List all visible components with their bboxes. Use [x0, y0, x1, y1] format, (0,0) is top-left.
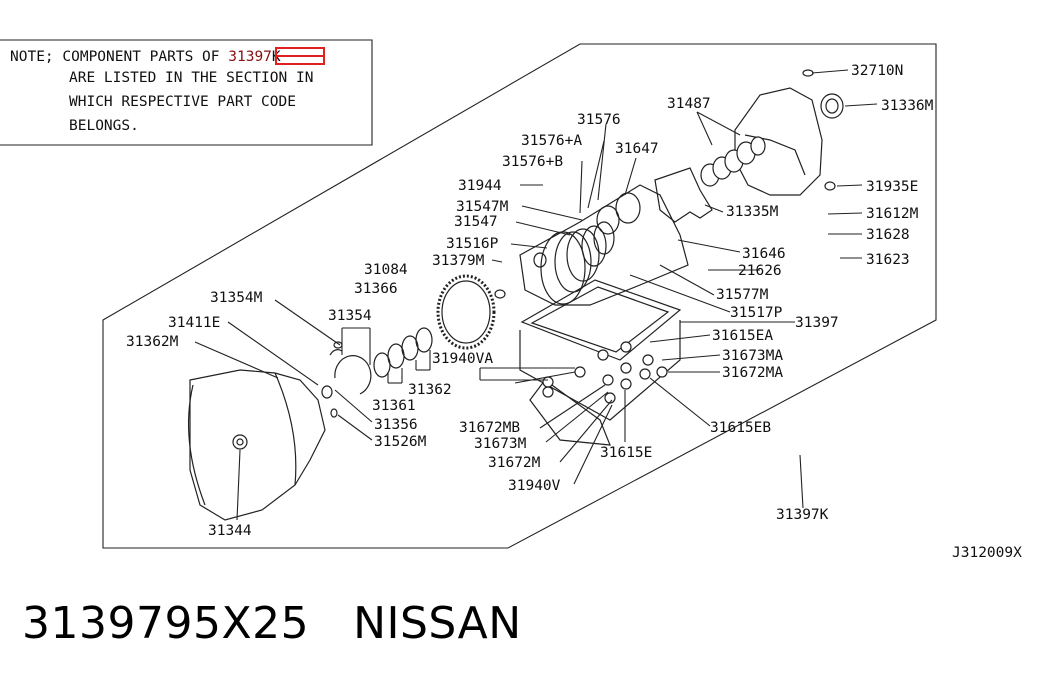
seal-rings-drawing	[540, 221, 615, 305]
o-ring-cluster-drawing	[696, 111, 766, 187]
valve-body-drawing	[519, 184, 689, 306]
diagram-reference-code: J312009X	[952, 545, 1022, 561]
label-31940VA: 31940VA	[432, 351, 493, 367]
label-31623: 31623	[866, 252, 910, 268]
label-31672M: 31672M	[488, 455, 541, 471]
assembly-frame	[102, 43, 937, 549]
label-31673M: 31673M	[474, 436, 527, 452]
label-31361: 31361	[372, 398, 416, 414]
gasket-drawing	[654, 167, 713, 223]
label-32710N: 32710N	[851, 63, 903, 79]
label-31935E: 31935E	[866, 179, 918, 195]
label-31354M: 31354M	[210, 290, 263, 306]
label-31576-plus-a: 31576+A	[521, 133, 582, 149]
label-31356: 31356	[374, 417, 418, 433]
note-line1: NOTE; COMPONENT PARTS OF 31397K	[10, 49, 281, 65]
label-31547M: 31547M	[456, 199, 509, 215]
label-31411E: 31411E	[168, 315, 220, 331]
label-21626: 21626	[738, 263, 782, 279]
label-31362: 31362	[408, 382, 452, 398]
label-31647: 31647	[615, 141, 659, 157]
label-31397K: 31397K	[776, 507, 829, 523]
label-31487: 31487	[667, 96, 711, 112]
label-31335M: 31335M	[726, 204, 779, 220]
label-31940V: 31940V	[508, 478, 561, 494]
note-line4: BELONGS.	[69, 118, 139, 134]
label-31615EA: 31615EA	[712, 328, 773, 344]
label-31354: 31354	[328, 308, 372, 324]
brand-name: NISSAN	[353, 598, 522, 649]
part-caption: 3139795X25 NISSAN	[22, 598, 566, 649]
note-line2: ARE LISTED IN THE SECTION IN	[69, 70, 313, 86]
label-31672MA: 31672MA	[722, 365, 783, 381]
friction-plate-drawing	[436, 274, 506, 350]
label-31362M: 31362M	[126, 334, 179, 350]
label-31612M: 31612M	[866, 206, 919, 222]
label-31577M: 31577M	[716, 287, 769, 303]
label-31397: 31397	[795, 315, 839, 331]
leader-lines	[194, 69, 878, 521]
label-31526M: 31526M	[374, 434, 427, 450]
label-31517P: 31517P	[730, 305, 783, 321]
label-31336M: 31336M	[881, 98, 934, 114]
label-31646: 31646	[742, 246, 786, 262]
note-line3: WHICH RESPECTIVE PART CODE	[69, 94, 296, 110]
label-31672MB: 31672MB	[459, 420, 520, 436]
label-31366: 31366	[354, 281, 398, 297]
note-code-highlighted: 31397	[228, 49, 272, 65]
note-box: NOTE; COMPONENT PARTS OF 31397K ARE LIST…	[0, 39, 373, 146]
label-31673MA: 31673MA	[722, 348, 783, 364]
label-31576-plus-b: 31576+B	[502, 154, 563, 170]
label-31628: 31628	[866, 227, 910, 243]
label-31547: 31547	[454, 214, 498, 230]
label-31344: 31344	[208, 523, 252, 539]
small-rings-drawing	[321, 327, 433, 418]
part-labels: 32710N 31336M 31487 31576 31576+A 31647 …	[126, 63, 1022, 561]
bell-housing-drawing	[187, 369, 326, 521]
transmission-case-drawing	[734, 69, 844, 196]
oil-pan-drawing	[519, 279, 682, 446]
part-number: 3139795X25	[22, 598, 310, 649]
label-31084: 31084	[364, 262, 408, 278]
label-31944: 31944	[458, 178, 502, 194]
label-31379M: 31379M	[432, 253, 485, 269]
label-31516P: 31516P	[446, 236, 499, 252]
label-31576: 31576	[577, 112, 621, 128]
label-31615EB: 31615EB	[710, 420, 771, 436]
label-31615E: 31615E	[600, 445, 652, 461]
